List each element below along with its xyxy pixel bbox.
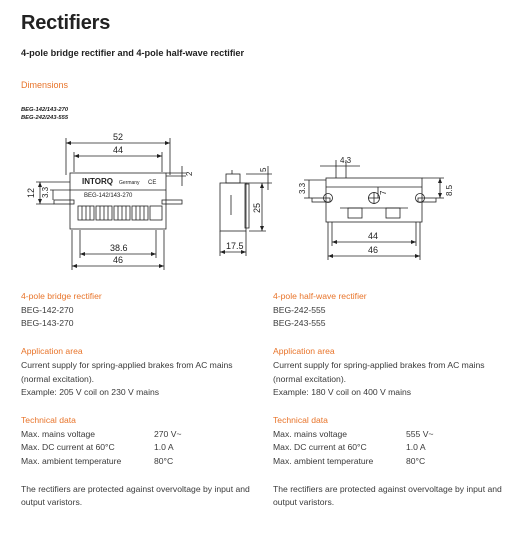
side-body — [219, 182, 247, 232]
spec-row: Max. DC current at 60°C 1.0 A — [273, 441, 513, 455]
spec-value: 80°C — [406, 456, 426, 467]
spec-label: Max. mains voltage — [21, 428, 96, 439]
bridge-rectifier-heading: 4-pole bridge rectifier — [21, 291, 102, 301]
spec-value: 80°C — [154, 456, 174, 467]
dim-height-inner: 3.3 — [41, 186, 50, 198]
front-body — [69, 172, 167, 230]
spec-row: Max. ambient temperature 80°C — [21, 455, 266, 469]
spec-row: Max. mains voltage 270 V~ — [21, 428, 266, 442]
note-line: output varistors. — [273, 497, 335, 508]
dim-top-right: 2 — [185, 171, 194, 176]
spec-row: Max. mains voltage 555 V~ — [273, 428, 513, 442]
product-item: BEG-143-270 — [21, 318, 74, 329]
application-line: Current supply for spring-applied brakes… — [21, 359, 233, 370]
technical-heading: Technical data — [21, 414, 76, 425]
halfwave-rectifier-heading: 4-pole half-wave rectifier — [273, 291, 367, 301]
dim-halfwave-center: 7 — [379, 190, 388, 195]
product-item: BEG-142-270 — [21, 304, 74, 315]
spec-label: Max. ambient temperature — [21, 456, 122, 467]
product-item: BEG-242-555 — [273, 304, 326, 315]
note-line: The rectifiers are protected against ove… — [273, 483, 502, 494]
front-ce-mark: CE — [148, 180, 156, 186]
dimensions-model-1: BEG-142/143-270 — [21, 107, 69, 113]
spec-row: Max. DC current at 60°C 1.0 A — [21, 441, 266, 455]
dim-side-top: 5 — [259, 167, 268, 172]
application-line: (normal excitation). — [273, 373, 347, 384]
halfwave-body — [325, 177, 423, 223]
spec-value: 270 V~ — [154, 428, 182, 439]
dimensions-models: BEG-142/143-270 BEG-242/243-555 — [21, 107, 68, 122]
dim-height-left: 12 — [26, 188, 36, 198]
note-line: output varistors. — [21, 497, 83, 508]
product-item: BEG-243-555 — [273, 318, 326, 329]
right-column: 4-pole half-wave rectifier BEG-242-555 B… — [273, 290, 513, 510]
dimensions-heading: Dimensions — [21, 80, 69, 90]
dim-body-width: 46 — [113, 255, 123, 265]
spec-label: Max. mains voltage — [273, 428, 348, 439]
spec-label: Max. DC current at 60°C — [21, 442, 115, 453]
dim-mount-spacing: 44 — [113, 145, 123, 155]
spec-value: 555 V~ — [406, 428, 434, 439]
dim-halfwave-mount: 44 — [368, 231, 378, 241]
dim-side-depth: 17.5 — [226, 241, 244, 251]
application-heading: Application area — [21, 346, 83, 357]
dimension-drawings: INTORQ Germany CE BEG-142/143-270 52 44 … — [26, 132, 454, 270]
application-line: Example: 180 V coil on 400 V mains — [273, 387, 412, 398]
application-line: (normal excitation). — [21, 373, 95, 384]
spec-value: 1.0 A — [154, 442, 174, 453]
spec-value: 1.0 A — [406, 442, 426, 453]
front-model-label: BEG-142/143-270 — [84, 193, 133, 199]
page-title: Rectifiers — [21, 12, 111, 34]
dimensions-model-2: BEG-242/243-555 — [21, 114, 69, 121]
front-brand-sub: Germany — [119, 180, 140, 186]
dim-halfwave-left: 3.3 — [298, 182, 307, 194]
spec-row: Max. ambient temperature 80°C — [273, 455, 513, 469]
dim-side-height: 25 — [252, 203, 262, 213]
dim-halfwave-width: 46 — [368, 245, 378, 255]
dim-terminal-span: 38.6 — [110, 243, 128, 253]
dim-halfwave-right: 8.5 — [445, 184, 454, 196]
application-heading: Application area — [273, 346, 335, 357]
note-line: The rectifiers are protected against ove… — [21, 483, 250, 494]
spec-label: Max. DC current at 60°C — [273, 442, 367, 453]
page-subtitle: 4-pole bridge rectifier and 4-pole half-… — [21, 48, 245, 58]
front-brand: INTORQ — [82, 177, 113, 186]
technical-heading: Technical data — [273, 414, 328, 425]
dim-hole-offset: 4.3 — [340, 156, 352, 165]
spec-label: Max. ambient temperature — [273, 456, 374, 467]
application-line: Example: 205 V coil on 230 V mains — [21, 387, 160, 398]
application-line: Current supply for spring-applied brakes… — [273, 359, 485, 370]
left-column: 4-pole bridge rectifier BEG-142-270 BEG-… — [21, 290, 266, 510]
dim-overall-width: 52 — [113, 132, 123, 142]
